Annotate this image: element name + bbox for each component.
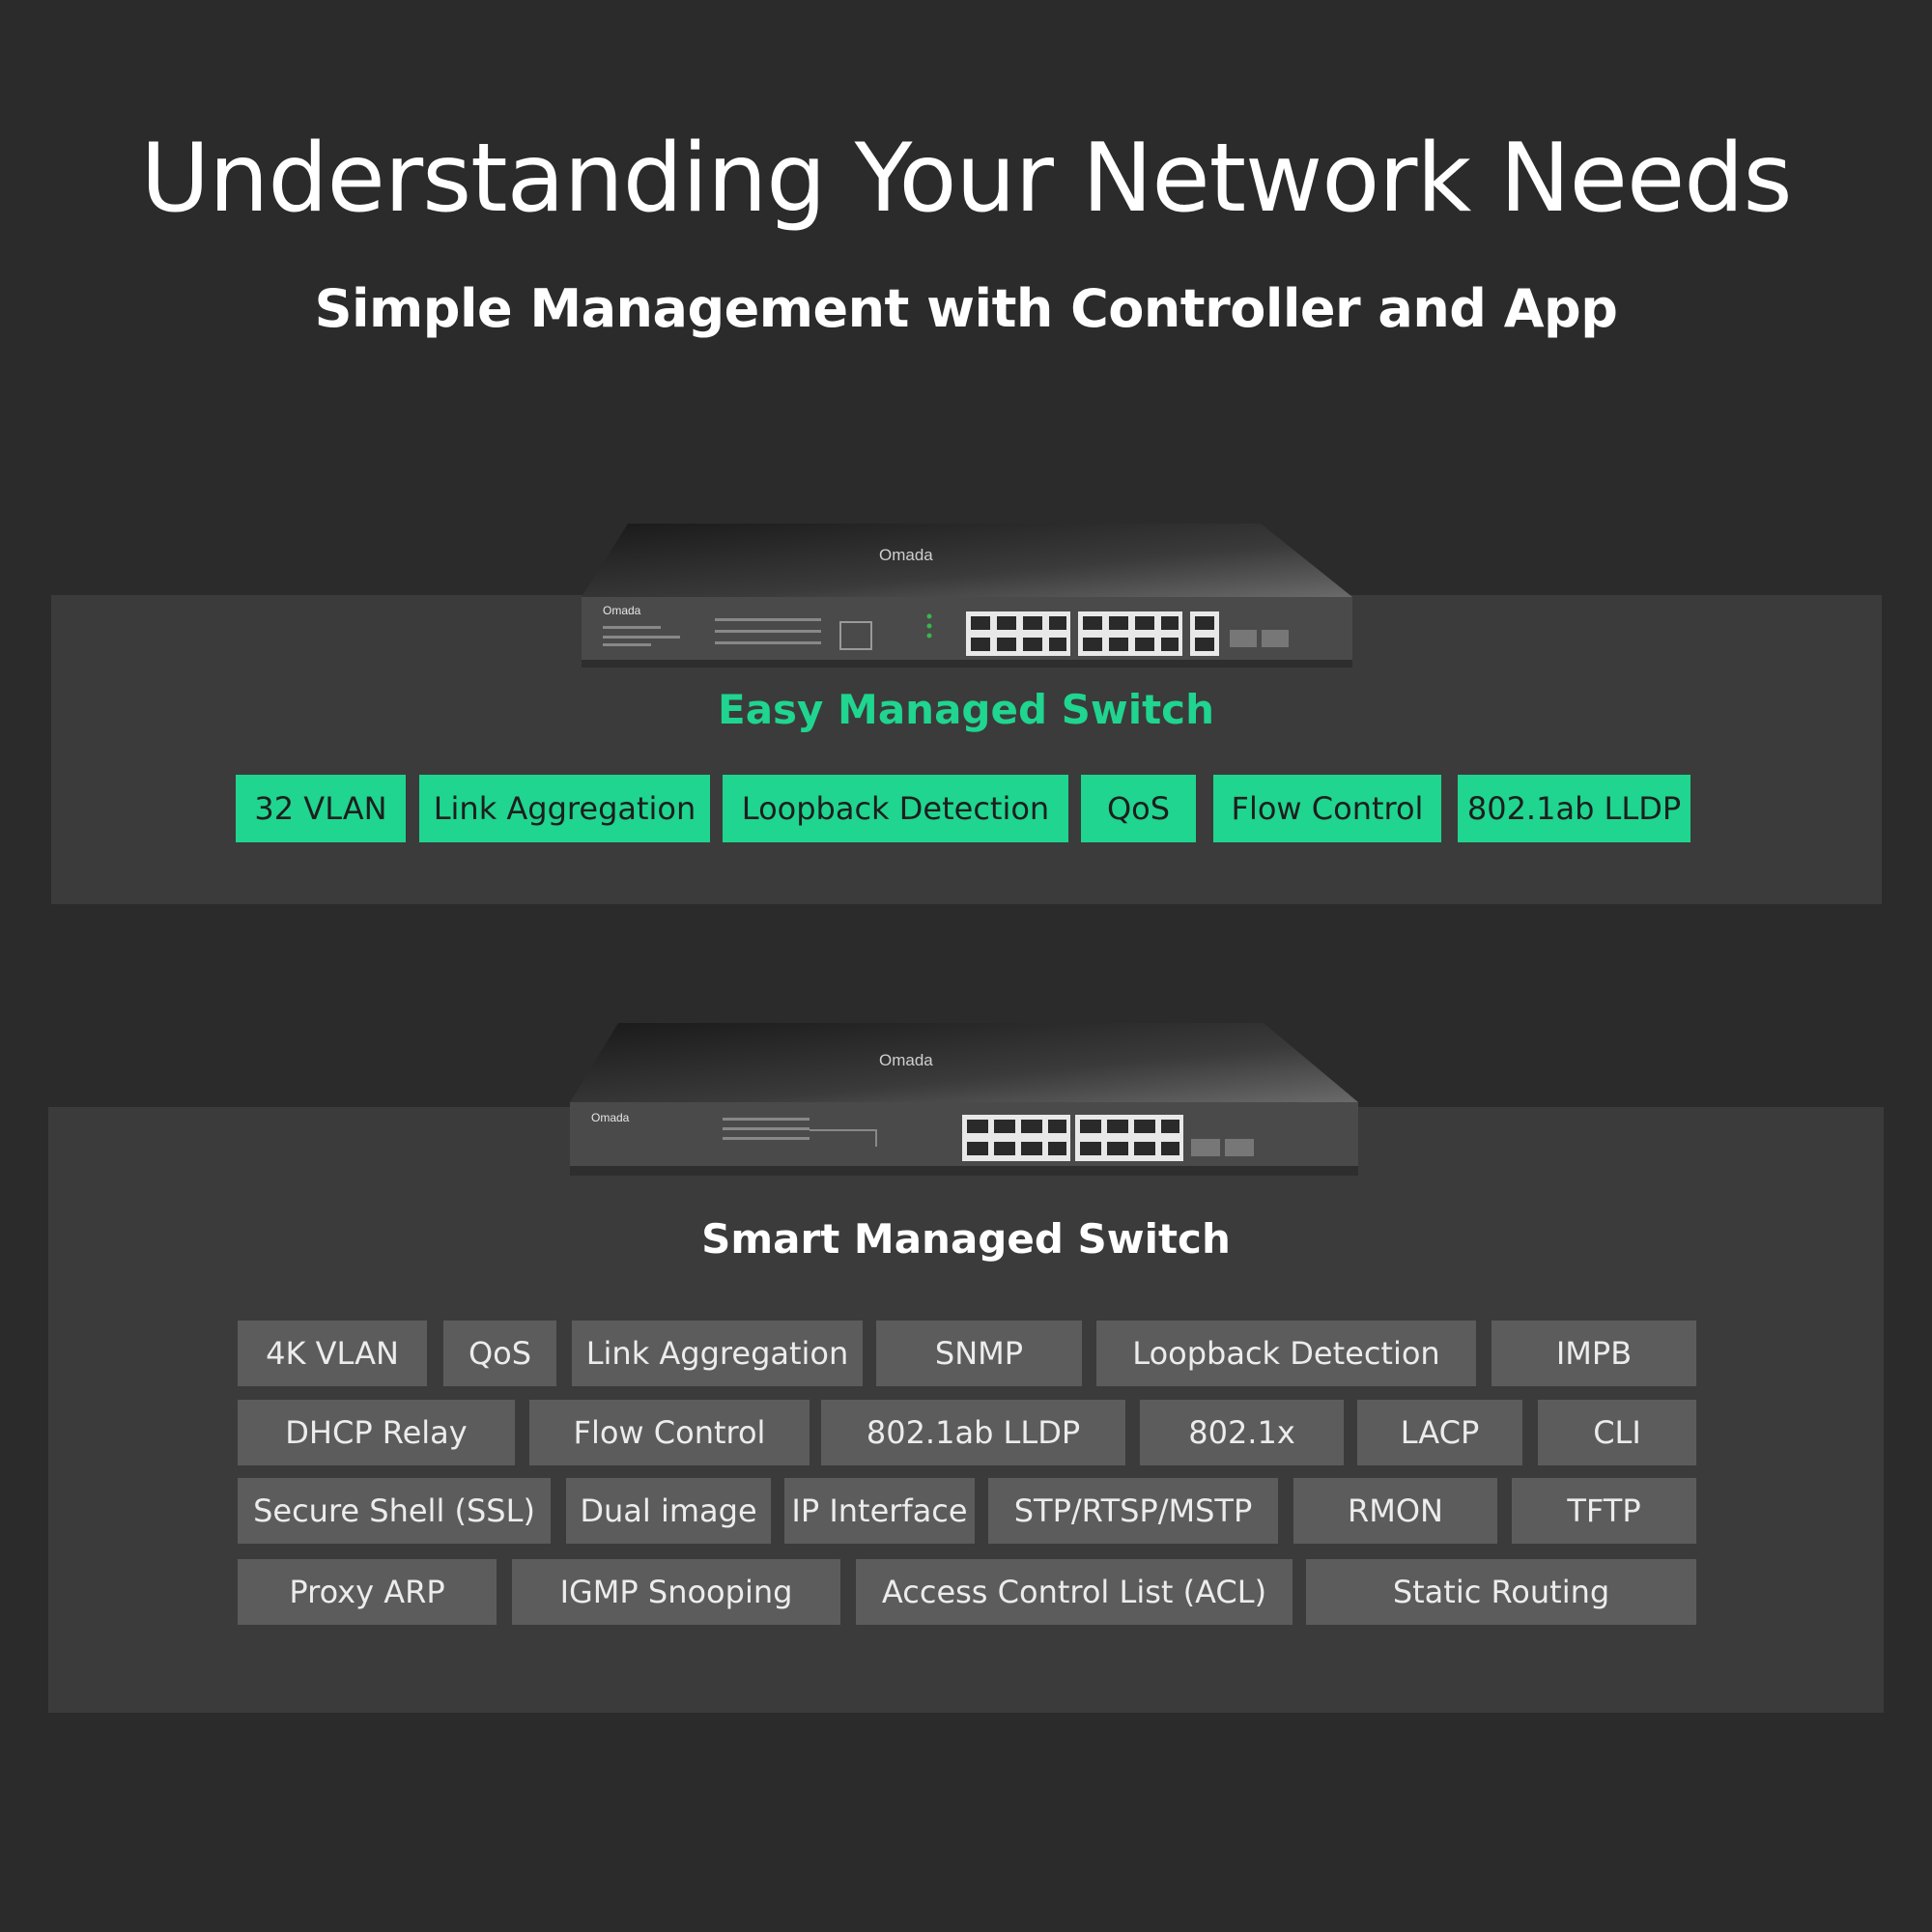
- smart-feature-tag: 802.1ab LLDP: [821, 1400, 1125, 1465]
- smart-feature-tag: Dual image: [566, 1478, 771, 1544]
- smart-feature-tag: Link Aggregation: [572, 1321, 863, 1386]
- smart-feature-tag: Static Routing: [1306, 1559, 1696, 1625]
- smart-feature-tag: Loopback Detection: [1096, 1321, 1476, 1386]
- easy-switch-title: Easy Managed Switch: [718, 686, 1214, 733]
- smart-feature-tag: LACP: [1357, 1400, 1522, 1465]
- smart-feature-tag: 4K VLAN: [238, 1321, 427, 1386]
- smart-switch-title: Smart Managed Switch: [701, 1215, 1231, 1263]
- easy-switch-top-logo: Omada: [879, 546, 933, 564]
- easy-feature-tag: Link Aggregation: [419, 775, 710, 842]
- smart-feature-tag: RMON: [1293, 1478, 1497, 1544]
- smart-feature-tag: STP/RTSP/MSTP: [988, 1478, 1278, 1544]
- smart-feature-tag: Access Control List (ACL): [856, 1559, 1293, 1625]
- smart-feature-tag: 802.1x: [1140, 1400, 1344, 1465]
- smart-switch-image: Omada Omada: [570, 1023, 1358, 1176]
- smart-feature-tag: IGMP Snooping: [512, 1559, 840, 1625]
- page-title: Understanding Your Network Needs: [140, 124, 1792, 234]
- smart-feature-tag: Proxy ARP: [238, 1559, 497, 1625]
- smart-feature-tag: CLI: [1538, 1400, 1696, 1465]
- smart-feature-tag: Secure Shell (SSL): [238, 1478, 551, 1544]
- smart-feature-tag: TFTP: [1512, 1478, 1696, 1544]
- smart-feature-tag: SNMP: [876, 1321, 1082, 1386]
- smart-feature-tag: QoS: [443, 1321, 556, 1386]
- smart-switch-top-logo: Omada: [879, 1051, 933, 1069]
- smart-feature-tag: IMPB: [1492, 1321, 1696, 1386]
- easy-feature-tag: Flow Control: [1213, 775, 1441, 842]
- smart-feature-tag: DHCP Relay: [238, 1400, 515, 1465]
- easy-switch-image: Omada Omada: [582, 524, 1352, 668]
- easy-switch-front-logo: Omada: [603, 604, 641, 617]
- smart-feature-tag: Flow Control: [529, 1400, 810, 1465]
- page-subtitle: Simple Management with Controller and Ap…: [314, 278, 1618, 339]
- smart-switch-front-logo: Omada: [591, 1111, 630, 1124]
- easy-feature-tag: 802.1ab LLDP: [1458, 775, 1690, 842]
- easy-feature-tag: 32 VLAN: [236, 775, 406, 842]
- smart-feature-tag: IP Interface: [784, 1478, 975, 1544]
- easy-feature-tag: QoS: [1081, 775, 1196, 842]
- easy-feature-tag: Loopback Detection: [723, 775, 1068, 842]
